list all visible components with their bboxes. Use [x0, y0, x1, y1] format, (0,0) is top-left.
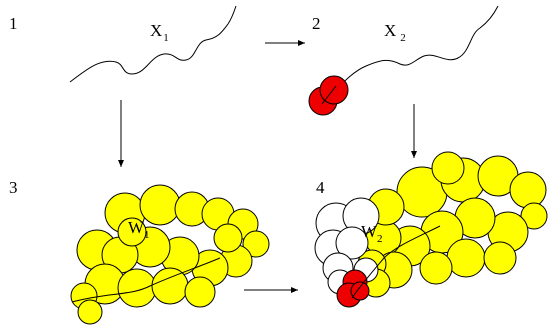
monomer-bead [77, 299, 103, 325]
panel-number-2: 2 [312, 14, 321, 33]
monomer-bead [213, 223, 243, 253]
monomer-bead [151, 267, 189, 305]
chain-x2 [329, 5, 499, 97]
panel-number-4: 4 [316, 178, 325, 197]
backbone-trace [71, 257, 221, 303]
red-tag-bead [350, 281, 370, 301]
panel-number-3: 3 [9, 178, 18, 197]
monomer-bead [509, 171, 547, 209]
monomer-bead [520, 202, 548, 230]
monomer-bead [139, 184, 181, 226]
monomer-bead [242, 230, 270, 258]
chain-x1 [69, 5, 237, 83]
monomer-bead [483, 241, 517, 275]
label-w2: W2 [361, 222, 383, 245]
label-x1: X1 [150, 21, 169, 44]
monomer-bead [446, 238, 486, 278]
red-tag-bead [319, 75, 349, 105]
panel-1-chain: X1 [69, 5, 237, 83]
panel-4-globule: W2 [314, 151, 548, 308]
backbone-trace [351, 225, 441, 299]
unfolded-bead [335, 226, 369, 260]
panel-3-globule: W1 [70, 184, 270, 325]
chain-stub-line [321, 85, 337, 105]
monomer-bead [117, 268, 157, 308]
monomer-bead [419, 251, 453, 285]
monomer-bead [184, 276, 216, 308]
monomer-bead [431, 151, 465, 185]
panel-number-1: 1 [9, 14, 18, 33]
monomer-bead [117, 217, 147, 247]
label-w1: W1 [128, 218, 150, 241]
